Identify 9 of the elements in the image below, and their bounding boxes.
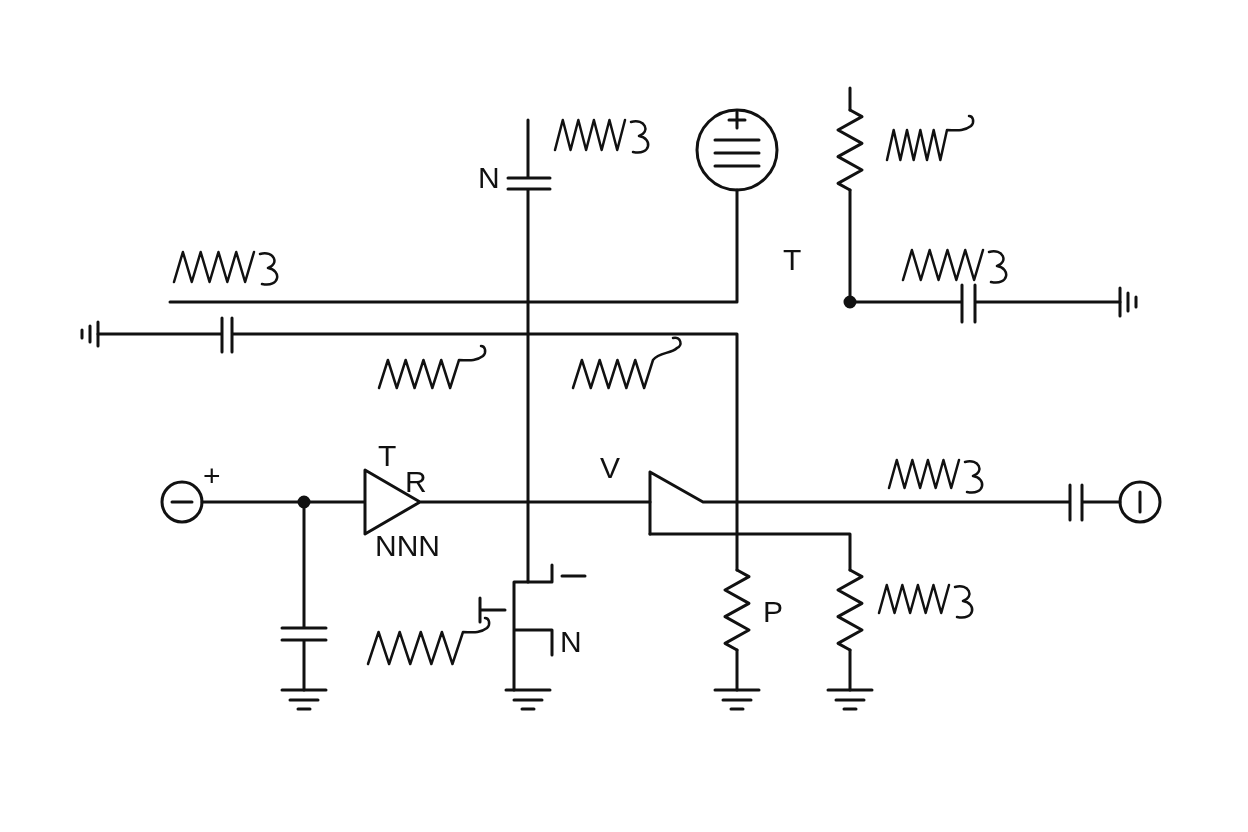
component-label: P — [763, 596, 783, 628]
component-label: V — [600, 452, 620, 484]
component-label: T — [783, 244, 802, 276]
component-label: T — [378, 440, 397, 472]
component-label: + — [203, 460, 221, 492]
component-label: R — [405, 466, 427, 498]
component-label: NNN — [375, 530, 440, 562]
component-label: N — [560, 626, 582, 658]
component-label: N — [478, 162, 500, 194]
